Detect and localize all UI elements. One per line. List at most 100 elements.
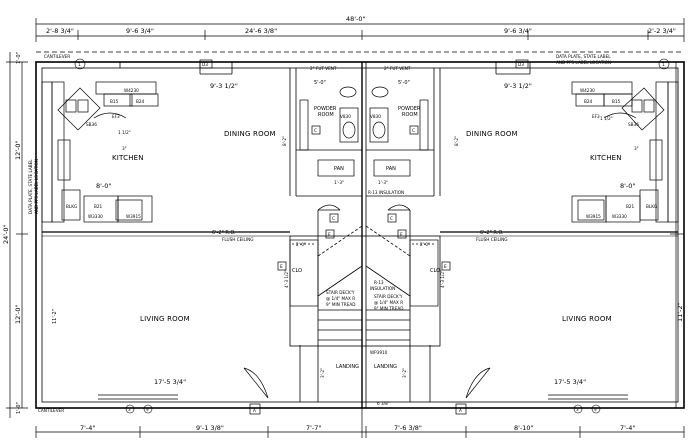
dim-closet-depth-left: 4'-3 1/2": [284, 270, 289, 288]
left-overall-dim: 24'-0": [2, 224, 10, 244]
circle-tag-9-right: 9: [594, 407, 597, 412]
note-cantilever-bottom: CANTILEVER: [38, 408, 64, 413]
room-kitchen-left: KITCHEN: [112, 154, 144, 162]
dim-door-gap: 6 3/8": [377, 401, 390, 406]
note-flush-left: FLUSH CEILING: [222, 237, 254, 242]
cab-ef3-left: EF3: [112, 114, 120, 119]
room-powder-left-1: POWDER: [314, 106, 337, 112]
tag-boxes: [199, 59, 529, 415]
note-stair-right-2: @ 1/4" MAX R: [374, 300, 403, 305]
bottom-seg-3: 7'-7": [306, 424, 321, 432]
note-cantilever-top: CANTILEVER: [44, 54, 70, 59]
cab-w4230-right: W4230: [580, 88, 595, 93]
room-powder-right-2: ROOM: [402, 112, 418, 118]
circle-tag-3-right: 3: [576, 407, 579, 412]
room-pan-right: PAN: [386, 166, 396, 172]
tag-c-left: C: [332, 216, 335, 221]
bottom-seg-5: 8'-10": [514, 424, 534, 432]
room-powder-right-1: POWDER: [398, 106, 421, 112]
room-clo-right: CLO: [430, 268, 440, 274]
cab-v830-left: V830: [340, 114, 351, 119]
note-r13-mid-2: INSULATION: [370, 286, 395, 291]
cab-b24-left: B24: [136, 99, 145, 104]
note-data-plate-right-1: DATA PLATE, STATE LABEL: [556, 54, 611, 59]
circle-tag-9-left: 9: [146, 407, 149, 412]
tag-d3-right: D3: [518, 62, 524, 67]
note-stair-right-1: STAIR DECK'Y: [374, 294, 403, 299]
dim-pantry-left: 1'-3": [334, 180, 344, 185]
dim-wall-8-left: 8'-2": [282, 136, 287, 146]
dim-closet-left: 2'-0": [296, 242, 306, 247]
room-landing-left: LANDING: [336, 364, 359, 370]
tag-e-left-2: E: [328, 232, 331, 237]
room-pan-left: PAN: [334, 166, 344, 172]
closets: [289, 239, 439, 307]
exterior-walls: [35, 61, 685, 409]
cab-w3330-left: W3330: [88, 214, 103, 219]
dim-powder-left: 5'-0": [314, 80, 326, 86]
room-living-left: LIVING ROOM: [140, 315, 190, 323]
note-r13-upper: R-13 INSULATION: [368, 190, 404, 195]
dim-small-3-left: 3": [122, 146, 127, 151]
cab-sb36-left: SB36: [86, 122, 97, 127]
room-powder-left-2: ROOM: [318, 112, 334, 118]
dim-hall-right: 6'-2" R.O.: [480, 230, 504, 236]
circle-tag-3-left: 3: [128, 407, 131, 412]
tag-a-right: A: [459, 408, 462, 413]
dim-powder-right: 5'-0": [398, 80, 410, 86]
overall-width-dim: 48'-0": [346, 15, 366, 23]
cab-b21-right: B21: [626, 204, 635, 209]
left-cantilever-dim-bottom: 1'-0": [16, 402, 22, 414]
tag-c-right: C: [390, 216, 393, 221]
cab-ef3-right: EF3: [592, 114, 600, 119]
dim-kitchen-counter: 8'-0": [96, 182, 111, 190]
note-data-plate-right-2: AND PFS LABEL LOCATION: [556, 60, 611, 65]
dim-kitchen-counter-r: 8'-0": [620, 182, 635, 190]
living-left-height-dim: 11'-2": [52, 309, 58, 324]
cab-w3915-right: W3915: [586, 214, 601, 219]
note-wp3910: WP3910: [370, 350, 388, 355]
room-dining-right: DINING ROOM: [466, 130, 518, 138]
cab-blkg-left: BLKG: [66, 204, 77, 209]
cab-b15-left: B15: [110, 99, 119, 104]
interior-wall-lines: [41, 62, 679, 408]
cab-b24-right: B24: [584, 99, 593, 104]
kitchen-left-cabinets: [41, 81, 159, 223]
top-seg-2: 9'-6 3/4": [126, 27, 154, 35]
dim-landing-left: 3'-2": [320, 368, 325, 378]
note-data-plate-left: DATA PLATE, STATE LABEL: [28, 159, 33, 214]
left-lower-dim: 12'-0": [14, 304, 22, 324]
tag-e-right: E: [444, 264, 447, 269]
bottom-seg-1: 7'-4": [80, 424, 95, 432]
cab-blkg-right: BLKG: [646, 204, 657, 209]
note-vent-right: 2" FUT VENT: [384, 66, 411, 71]
cab-sb36-right: SB36: [628, 122, 639, 127]
kitchen-right-cabinets: [571, 81, 679, 223]
bottom-dimension-lines: [35, 408, 685, 438]
note-stair-left-1: STAIR DECK'Y: [326, 290, 355, 295]
tag-d3-left: D3: [202, 62, 208, 67]
note-data-plate-left-2: AND PFS LABEL LOCATION: [34, 159, 39, 214]
note-stair-left-2: @ 1/4" MAX R: [326, 296, 355, 301]
dim-wall-8-right: 8'-2": [454, 136, 459, 146]
bottom-seg-4: 7'-6 3/8": [394, 424, 422, 432]
room-living-right: LIVING ROOM: [562, 315, 612, 323]
cab-w4230-left: W4230: [124, 88, 139, 93]
tag-c-powder-right: C: [412, 128, 415, 133]
top-seg-1: 2'-8 3/4": [46, 27, 74, 35]
left-cantilever-dim: 1'-0": [16, 52, 22, 64]
bottom-seg-6: 7'-4": [620, 424, 635, 432]
room-dining-left: DINING ROOM: [224, 130, 276, 138]
room-kitchen-right: KITCHEN: [590, 154, 622, 162]
cab-b15-right: B15: [612, 99, 621, 104]
half-width-dim: 24'-6 3/8": [245, 27, 277, 35]
note-flush-right: FLUSH CEILING: [476, 237, 508, 242]
cab-w3915-left: W3915: [126, 214, 141, 219]
top-dimension-lines: [35, 18, 685, 53]
note-vent-left: 2" FUT VENT: [310, 66, 337, 71]
dim-one-half-left: 1 1/2": [118, 130, 131, 135]
dim-dining-left: 9'-3 1/2": [210, 82, 238, 90]
door-swings: [93, 112, 637, 399]
cab-w3330-right: W3330: [612, 214, 627, 219]
